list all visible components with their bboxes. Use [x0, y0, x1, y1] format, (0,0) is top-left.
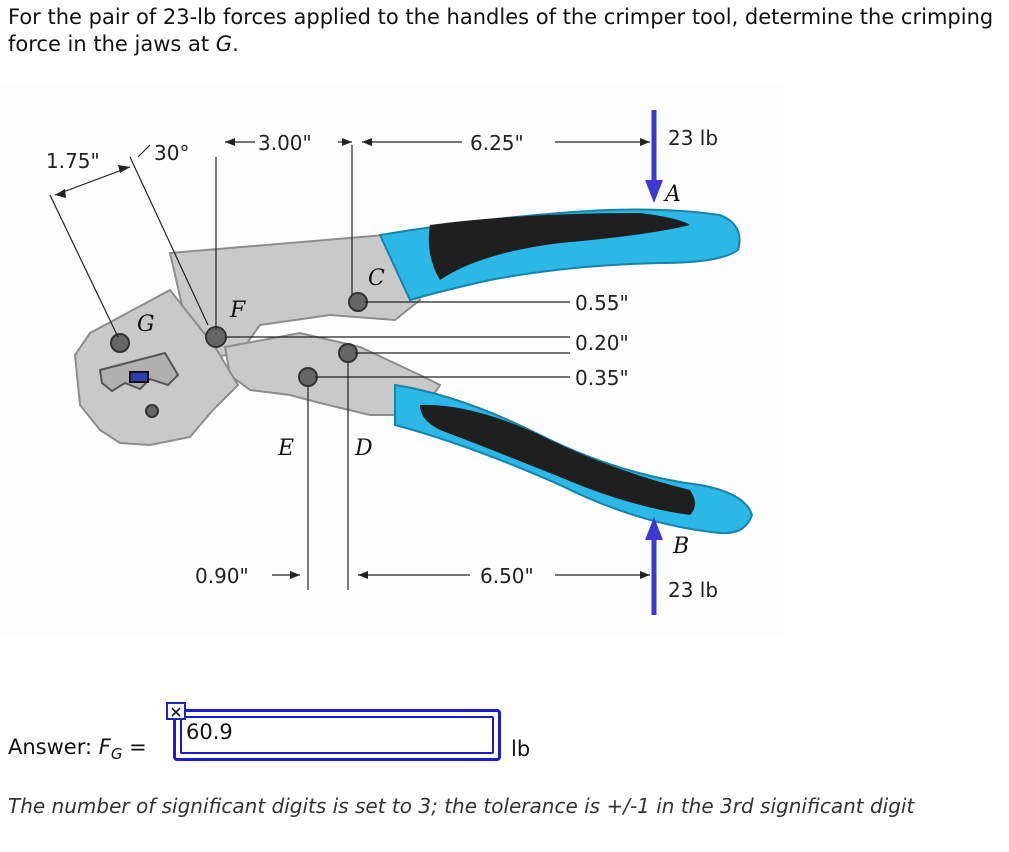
pin-e [298, 367, 318, 387]
upper-handle [378, 208, 741, 302]
pins [110, 292, 368, 418]
dim-300: 3.00" [258, 131, 312, 155]
question-text-part2: . [232, 32, 239, 56]
answer-variable: F [98, 735, 111, 759]
answer-box-inner [180, 716, 494, 754]
dim-055: 0.55" [575, 291, 629, 315]
force-arrows [645, 110, 663, 615]
point-label-f: F [229, 298, 246, 323]
answer-subscript: G [110, 745, 123, 764]
tolerance-note: The number of significant digits is set … [8, 794, 915, 818]
incorrect-mark-icon: ✕ [166, 702, 186, 722]
dimension-lines [49, 113, 655, 610]
dim-035: 0.35" [575, 366, 629, 390]
dim-angle: 30° [154, 141, 189, 165]
crimper-diagram: 1.75" 30° 3.00" 6.25" 23 lb 0.55" 0.20" … [0, 85, 785, 635]
question-point: G [215, 32, 233, 56]
point-label-a: A [663, 182, 681, 207]
pin-d [338, 343, 358, 363]
jaw-insert [129, 371, 149, 383]
point-label-g: G [137, 312, 155, 337]
dim-650: 6.50" [480, 564, 534, 588]
point-label-d: D [354, 436, 373, 461]
dim-090: 0.90" [195, 564, 249, 588]
crimper-figure: 1.75" 30° 3.00" 6.25" 23 lb 0.55" 0.20" … [0, 85, 785, 635]
point-label-b: B [672, 534, 689, 559]
answer-unit: lb [511, 737, 531, 761]
pin-g [110, 333, 130, 353]
pin-c [348, 292, 368, 312]
question-text-part1: For the pair of 23-lb forces applied to … [8, 5, 994, 56]
force-top-label: 23 lb [668, 126, 718, 150]
dim-020: 0.20" [575, 331, 629, 355]
question-text: For the pair of 23-lb forces applied to … [8, 4, 998, 58]
answer-input[interactable] [186, 720, 476, 744]
point-label-e: E [277, 436, 294, 461]
answer-equals: = [122, 735, 147, 759]
dimension-arrowheads [55, 138, 650, 579]
answer-box[interactable] [173, 709, 501, 761]
dim-175: 1.75" [46, 149, 100, 173]
answer-prefix: Answer: [8, 735, 99, 759]
point-label-c: C [368, 266, 385, 291]
jaw-teeth [98, 351, 180, 393]
force-bottom-label: 23 lb [668, 578, 718, 602]
lower-handle [394, 383, 754, 535]
tool-body [73, 233, 442, 447]
dim-625: 6.25" [470, 131, 524, 155]
pin-jaw [145, 404, 159, 418]
answer-label: Answer: FG = [8, 735, 147, 763]
